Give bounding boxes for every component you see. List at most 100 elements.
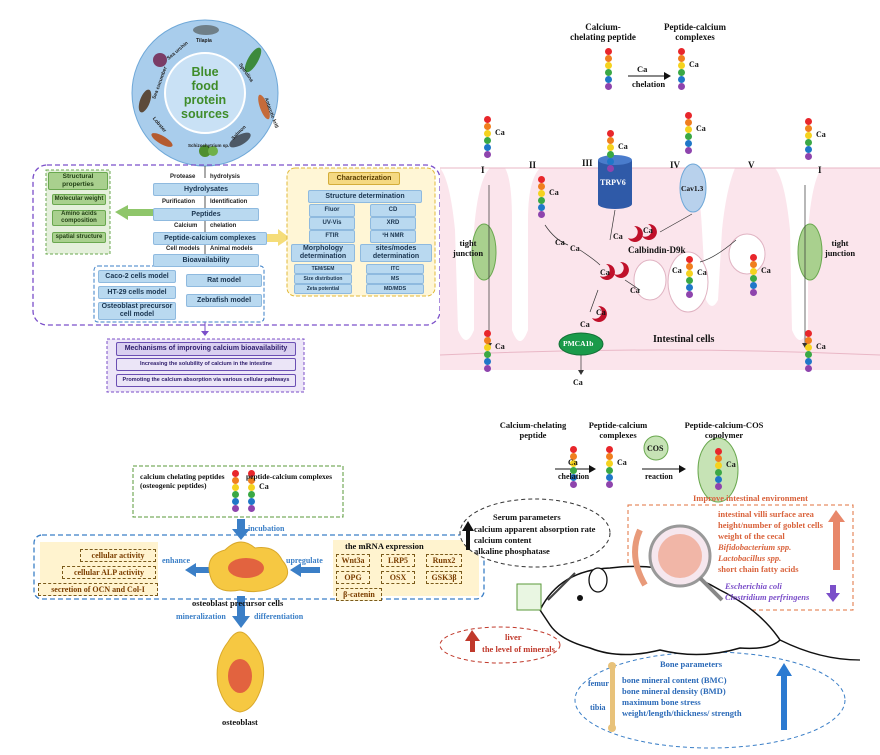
peptide-bead [484,351,491,358]
gene-gsk3b: GSK3β [426,571,462,584]
peptide-bead [248,498,255,505]
char-ftir: FTIR [309,230,355,243]
ca-label: Ca [259,482,269,491]
gene-osx: OSX [381,571,415,584]
ca-ion: Ca [600,268,610,277]
peptide-bead [484,330,491,337]
sea-cucumber-icon [138,89,152,113]
char-xrd: XRD [370,217,416,230]
mechanism-solubility: Increasing the solubility of calcium in … [116,358,296,371]
bone-items: bone mineral content (BMC) bone mineral … [622,675,742,719]
peptide-bead [606,474,613,481]
cos-reaction-label: reaction [645,472,673,481]
peptide-bead [805,125,812,132]
peptide-bead [678,76,685,83]
peptide-bead [248,470,255,477]
peptide-bead [715,455,722,462]
peptide-bead [248,505,255,512]
tibia-label: tibia [590,703,606,712]
peptide-bead [685,126,692,133]
ca-label: Ca [816,342,826,351]
chelation-label: chelation [210,223,237,229]
cav13-label: Cav1.3 [681,184,704,193]
serum-item: alkaline phosphatase [474,546,550,556]
hydrolysis-label: hydrolysis [210,174,241,180]
blue-food-title: Blue food protein sources [181,65,229,121]
peptide-bead [248,477,255,484]
peptide-bead [484,123,491,130]
cos-chelation-label: chelation [558,472,590,481]
bone-item: bone mineral density (BMD) [622,686,726,696]
peptide-bead [570,474,577,481]
model-caco2: Caco-2 cells model [98,270,176,283]
model-osteoblast: Osteoblast precursor cell model [98,302,176,320]
osteo-blue-box [33,534,485,600]
osteoblast-nucleus [228,659,252,693]
gut-down-item: Clostridium perfringens [725,592,810,602]
peptide-bead [232,484,239,491]
peptide-bead [678,69,685,76]
sites-itc: ITC [366,264,424,274]
pathway-V: V [748,160,755,170]
peptide-bead [685,147,692,154]
model-zebrafish: Zebrafish model [186,294,262,307]
gene-beta-catenin: β-catenin [336,588,382,601]
peptide-bead [484,151,491,158]
source-tilapia: Tilapia [196,38,212,44]
gene-lrp5: LRP5 [381,554,415,567]
tight-junction-label-right: tight junction [824,238,856,258]
cos-circle [643,435,669,461]
peptide-bead [606,481,613,488]
peptide-bead [750,275,757,282]
peptide-bead [538,211,545,218]
peptide-bead [750,282,757,289]
peptide-bead [685,133,692,140]
liver-up-arrow [465,630,480,641]
peptide-bead [484,144,491,151]
complexes-label: Peptide-calcium complexes [664,22,726,42]
incubation-arrow [232,529,250,540]
effect-cellular-activity: cellular activity [80,549,156,562]
peptide-bead [805,132,812,139]
calcium-label: Calcium [174,223,198,229]
peptide-bead [538,183,545,190]
peptide-bead [805,118,812,125]
serum-up-arrow [462,521,474,531]
peptide-bead [538,197,545,204]
gut-down-arrow [826,593,840,602]
characterization-arrow [267,229,290,246]
peptide-bead [686,291,693,298]
morph-size: Size distribution [294,274,352,284]
incubation-label: incubation [248,524,285,533]
gut-item: Lactobacillus spp. [718,553,782,563]
gavage-box [516,583,542,611]
ca-label: Ca [549,188,559,197]
peptide-bead [605,48,612,55]
peptide-bead [484,130,491,137]
bone-title: Bone parameters [660,659,723,669]
peptide-bead [605,69,612,76]
peptide-bead [750,289,757,296]
model-ht29: HT-29 cells model [98,286,176,299]
structural-title: Structural properties [48,172,108,190]
peptide-bead [484,337,491,344]
chelation-arrow-label: chelation [632,79,666,89]
bone-icon [610,667,615,727]
peptide-bead [538,176,545,183]
peptide-bead [607,158,614,165]
pathway-III: III [582,158,593,168]
cos-chelating-label: Calcium-chelating peptide [499,420,567,440]
lobster-icon [151,133,173,147]
ca-ion: Ca [672,266,682,275]
peptide-bead [715,476,722,483]
pathway-IV: IV [670,160,681,170]
peptide-bead [606,467,613,474]
peptide-bead [605,76,612,83]
ca-label: Ca [761,266,771,275]
calbindin-label: Calbindin-D9k [628,245,686,255]
peptide-bead [570,453,577,460]
ca-label: Ca [689,60,699,69]
mrna-bg [333,540,479,596]
peptide-bead [606,453,613,460]
effect-alp: cellular ALP activity [62,566,156,579]
